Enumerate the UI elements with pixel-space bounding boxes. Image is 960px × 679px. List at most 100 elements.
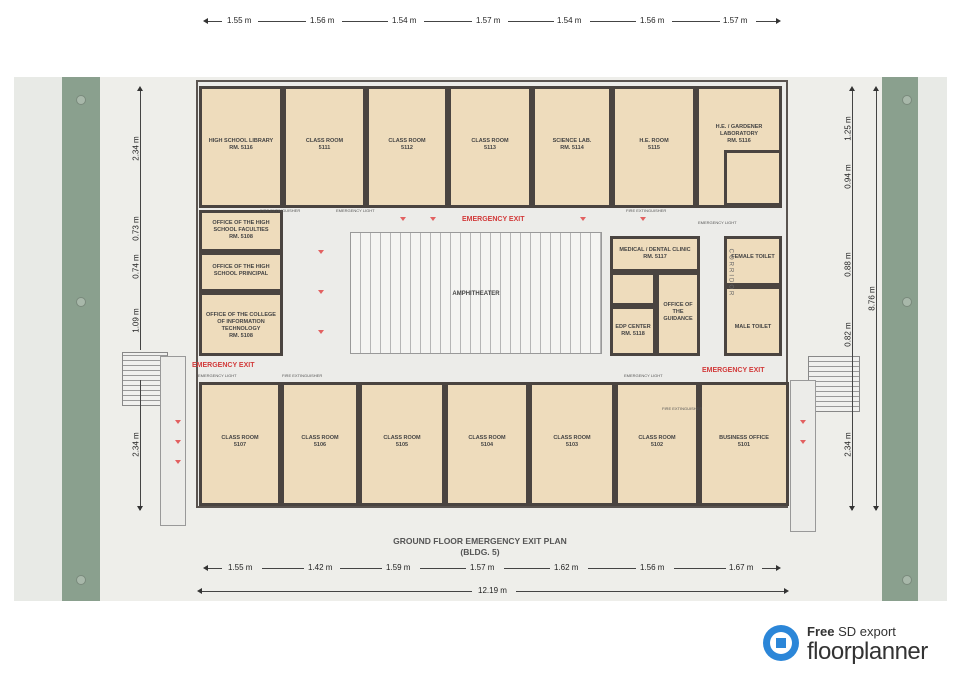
exit-arrow-mark [580, 217, 586, 221]
room-number: 5102 [650, 441, 664, 448]
bottom-dim-4: 1.57 m [470, 563, 495, 572]
exit-arrow-mark [800, 420, 806, 424]
floorplanner-logo-icon [763, 625, 799, 661]
screw [76, 297, 86, 307]
exit-arrow-mark [640, 217, 646, 221]
room-name: OFFICE OF THE HIGH SCHOOL PRINCIPAL [212, 263, 270, 277]
fire-extinguisher-label: FIRE EXTINGUISHER [626, 208, 667, 213]
room-number: 5111 [318, 144, 331, 151]
stair-right [808, 356, 860, 412]
floorplanner-logo: Free SD export floorplanner [760, 622, 950, 668]
emergency-light-label: EMERGENCY LIGHT [198, 373, 237, 378]
room-utility [724, 150, 782, 206]
room-small [610, 272, 656, 306]
exit-arrow-mark [318, 250, 324, 254]
room-number: 5106 [313, 441, 327, 448]
room-number: RM. 5116 [727, 137, 751, 144]
room-name: CLASS ROOM [301, 434, 339, 441]
bottom-dim-3: 1.59 m [386, 563, 411, 572]
room-name: OFFICE OF THE HIGH SCHOOL FACULTIES [212, 220, 270, 234]
emergency-exit-sign-left: EMERGENCY EXIT [192, 362, 255, 369]
bottom-dim-5: 1.62 m [554, 563, 579, 572]
exit-arrow-mark [318, 330, 324, 334]
male-toilet: MALE TOILET [724, 286, 782, 356]
top-dim-5: 1.54 m [557, 16, 582, 25]
exit-arrow-mark [318, 290, 324, 294]
amphitheater: AMPHITHEATER [350, 232, 602, 354]
plan-title-sub: (BLDG. 5) [460, 547, 500, 557]
fire-extinguisher-label: FIRE EXTINGUISHER [260, 208, 301, 213]
room-name: CLASS ROOM [638, 434, 676, 441]
room-name: FEMALE TOILET [731, 254, 775, 261]
office-principal: OFFICE OF THE HIGH SCHOOL PRINCIPAL [199, 252, 283, 292]
right-dim-4: 0.82 m [843, 322, 853, 347]
right-dim-2: 0.94 m [843, 164, 853, 189]
fire-extinguisher-label: FIRE EXTINGUISHER [662, 406, 703, 411]
left-dim-4: 1.09 m [131, 308, 141, 333]
top-dim-6: 1.56 m [640, 16, 665, 25]
room-number: 5103 [565, 441, 579, 448]
room-number: 5101 [737, 441, 751, 448]
room-name: MALE TOILET [734, 324, 772, 331]
bottom-dim-1: 1.55 m [228, 563, 253, 572]
logo-free-text: Free [807, 624, 835, 639]
fire-extinguisher-label: FIRE EXTINGUISHER [282, 373, 323, 378]
exit-arrow-mark [175, 460, 181, 464]
exit-arrow-mark [175, 440, 181, 444]
exit-arrow-mark [430, 217, 436, 221]
top-dim-4: 1.57 m [476, 16, 501, 25]
right-dim-1: 1.25 m [843, 116, 853, 141]
room-name: OFFICE OF THE GUIDANCE [663, 302, 693, 323]
room-name: OFFICE OF THE COLLEGE OF INFORMATION TEC… [206, 312, 276, 333]
room-number: RM. 5116 [229, 144, 253, 151]
left-dim-5: 2.34 m [131, 432, 141, 457]
emergency-light-label: EMERGENCY LIGHT [698, 220, 737, 225]
left-dim-1: 2.34 m [131, 136, 141, 161]
house-icon [776, 638, 786, 648]
top-dim-3: 1.54 m [392, 16, 417, 25]
room-number: 5105 [395, 441, 409, 448]
exit-arrow-mark [400, 217, 406, 221]
top-dim-7: 1.57 m [723, 16, 748, 25]
bottom-dim-2: 1.42 m [308, 563, 333, 572]
room-number: RM. 5114 [560, 144, 584, 151]
room-name: H.E. ROOM [639, 137, 669, 144]
room-number: 5113 [484, 144, 496, 151]
right-dim-3: 0.88 m [843, 252, 853, 277]
room-number: RM. 5117 [643, 253, 667, 260]
emergency-light-label: EMERGENCY LIGHT [624, 373, 663, 378]
room-science-lab: SCIENCE LAB.RM. 5114 [532, 86, 612, 208]
sign-frame-right [880, 77, 918, 601]
top-dim-1: 1.55 m [227, 16, 252, 25]
bottom-total: 12.19 m [478, 586, 507, 595]
screw [76, 95, 86, 105]
room-name: CLASS ROOM [305, 137, 344, 144]
room-name: CLASS ROOM [383, 434, 421, 441]
female-toilet: FEMALE TOILET [724, 236, 782, 286]
emergency-exit-sign-top: EMERGENCY EXIT [462, 216, 525, 223]
room-name: HIGH SCHOOL LIBRARY [208, 137, 274, 144]
exit-arrow-mark [800, 440, 806, 444]
right-total: 8.76 m [867, 286, 877, 311]
ramp-right [790, 380, 816, 532]
bottom-dim-7: 1.67 m [729, 563, 754, 572]
room-name: EDP CENTER [615, 324, 651, 331]
room-number: RM. 5118 [621, 331, 645, 338]
bottom-dim-6: 1.56 m [640, 563, 665, 572]
plan-title: GROUND FLOOR EMERGENCY EXIT PLAN (BLDG. … [330, 536, 630, 558]
room-name: CLASS ROOM [471, 137, 509, 144]
room-number: 5107 [233, 441, 247, 448]
emergency-light-label: EMERGENCY LIGHT [336, 208, 375, 213]
screw [902, 297, 912, 307]
exit-arrow-mark [175, 420, 181, 424]
